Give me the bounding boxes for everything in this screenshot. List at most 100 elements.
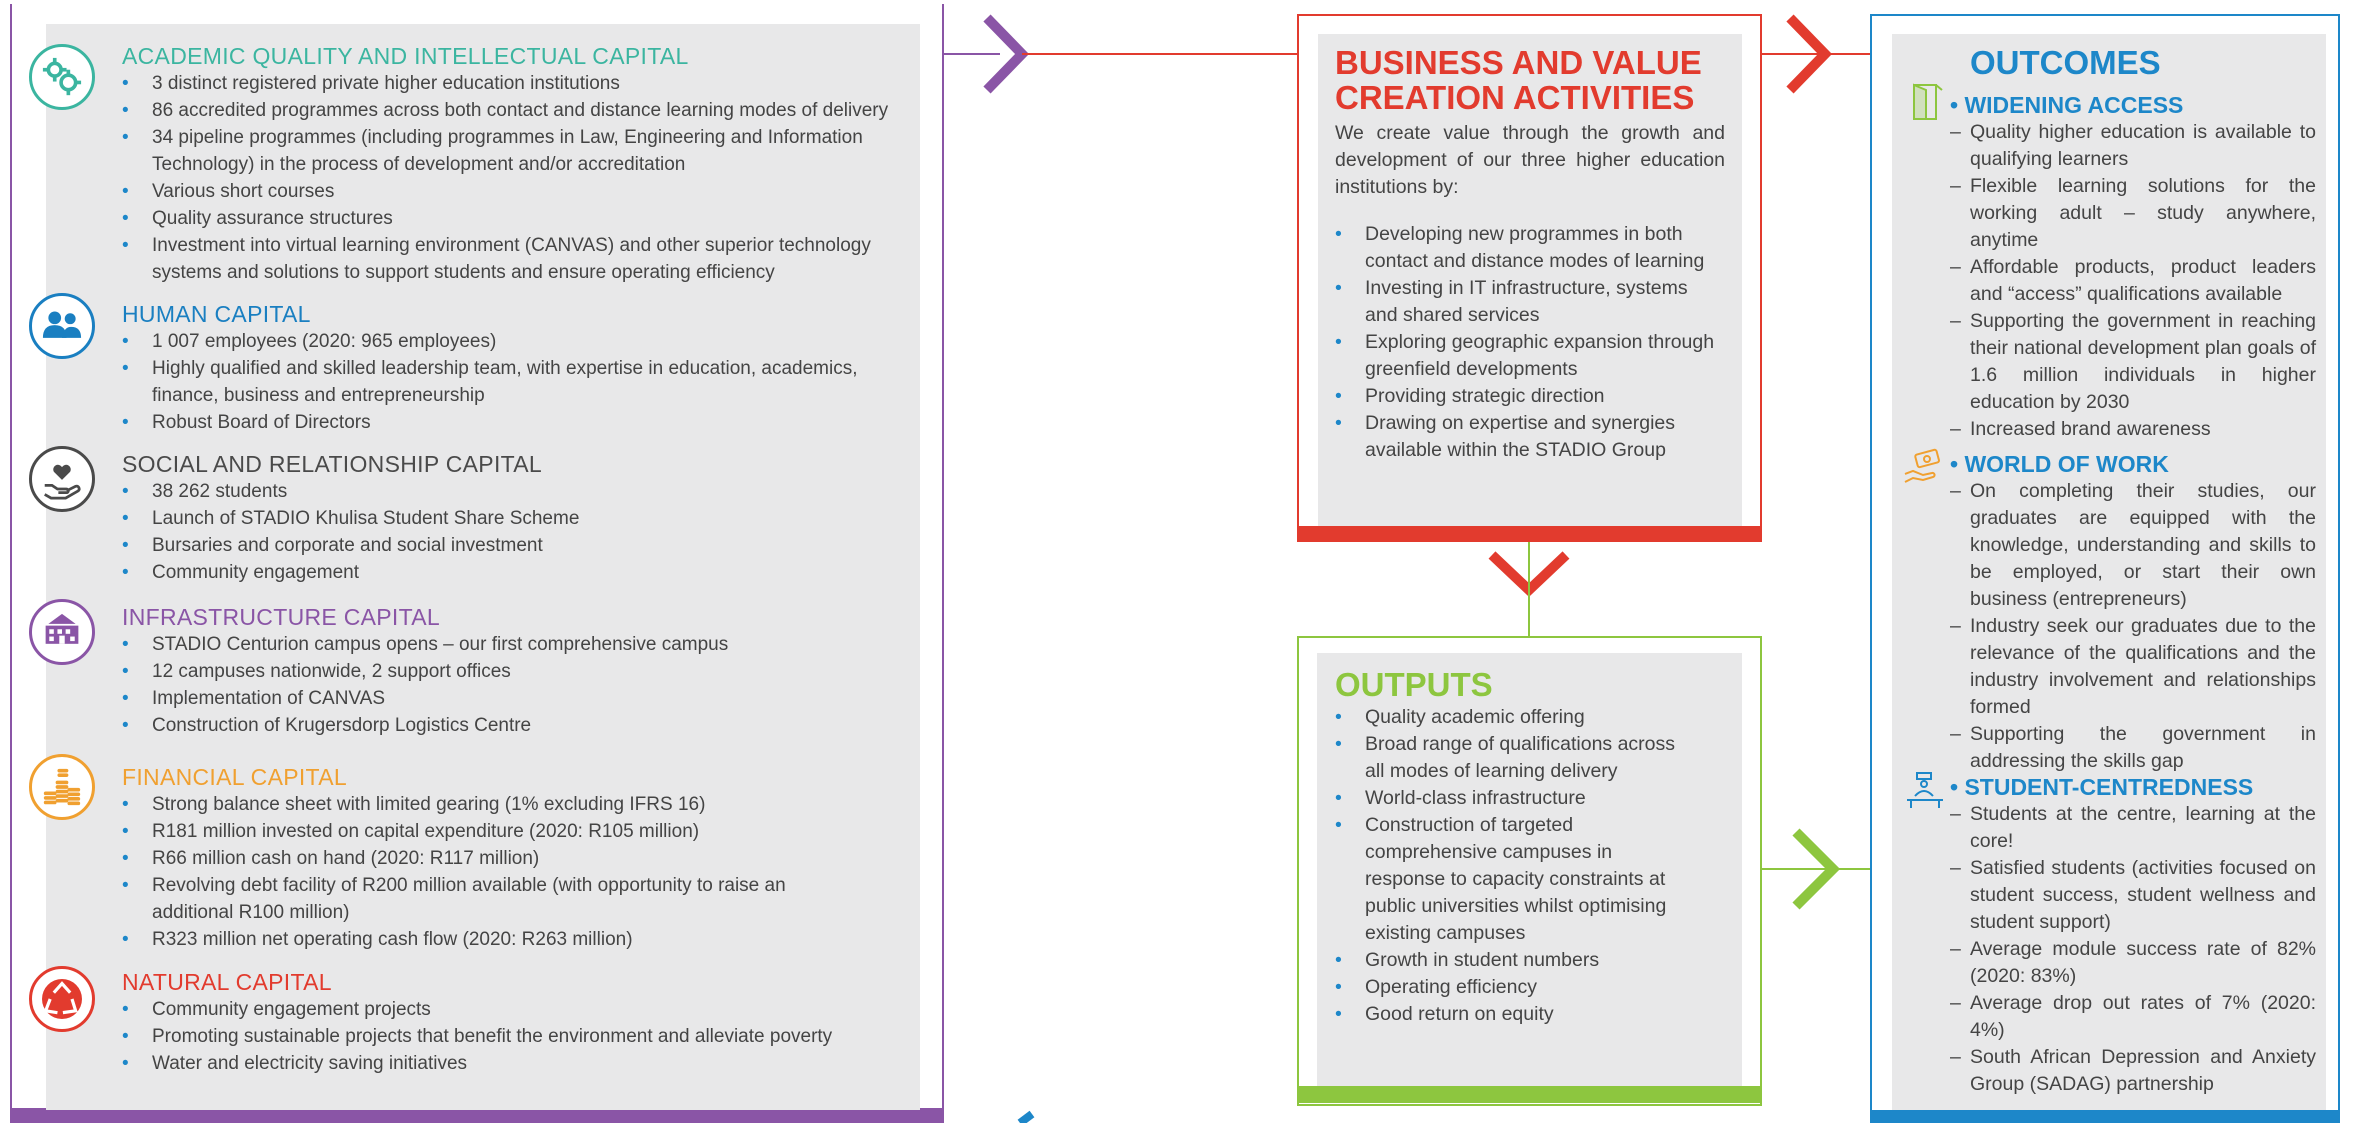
capital-social: SOCIAL AND RELATIONSHIP CAPITAL 38 262 s… xyxy=(122,451,917,586)
door-icon xyxy=(1913,83,1943,120)
list-item: Growth in student numbers xyxy=(1335,947,1690,974)
list-item: Revolving debt facility of R200 million … xyxy=(122,872,822,926)
list-item: Developing new programmes in both contac… xyxy=(1335,221,1715,275)
list-item: Quality higher education is available to… xyxy=(1950,119,2316,173)
outcome-student-list: Students at the centre, learning at the … xyxy=(1950,801,2316,1098)
money-hand-icon xyxy=(1904,448,1940,483)
list-item: Launch of STADIO Khulisa Student Share S… xyxy=(122,505,917,532)
capital-financial-title: FINANCIAL CAPITAL xyxy=(122,764,347,790)
list-item: Robust Board of Directors xyxy=(122,409,917,436)
outputs-title: OUTPUTS xyxy=(1335,666,1493,703)
capital-academic-title: ACADEMIC QUALITY AND INTELLECTUAL CAPITA… xyxy=(122,43,689,69)
list-item: Investment into virtual learning environ… xyxy=(122,232,917,286)
list-item: Industry seek our graduates due to the r… xyxy=(1950,613,2316,721)
business-title: BUSINESS AND VALUE CREATION ACTIVITIES xyxy=(1335,45,1725,115)
list-item: Average module success rate of 82% (2020… xyxy=(1950,936,2316,990)
list-item: Flexible learning solutions for the work… xyxy=(1950,173,2316,254)
outcome-widening-title: • WIDENING ACCESS xyxy=(1950,92,2184,118)
capital-academic: ACADEMIC QUALITY AND INTELLECTUAL CAPITA… xyxy=(122,43,917,286)
list-item: Average drop out rates of 7% (2020: 4%) xyxy=(1950,990,2316,1044)
outcome-work-title: • WORLD OF WORK xyxy=(1950,451,2169,477)
outcome-student-title: • STUDENT-CENTREDNESS xyxy=(1950,774,2254,800)
list-item: Supporting the government in addressing … xyxy=(1950,721,2316,775)
list-item: Broad range of qualifications across all… xyxy=(1335,731,1690,785)
list-item: 1 007 employees (2020: 965 employees) xyxy=(122,328,917,355)
list-item: Construction of targeted comprehensive c… xyxy=(1335,812,1690,947)
list-item: Implementation of CANVAS xyxy=(122,685,917,712)
building-icon xyxy=(29,599,95,665)
outputs-content: OUTPUTS Quality academic offering Broad … xyxy=(1335,667,1725,1028)
capital-infrastructure: INFRASTRUCTURE CAPITAL STADIO Centurion … xyxy=(122,604,917,739)
list-item: Highly qualified and skilled leadership … xyxy=(122,355,917,409)
list-item: Water and electricity saving initiatives xyxy=(122,1050,917,1077)
outcomes-panel-frame xyxy=(1870,14,2340,1114)
list-item: Community engagement projects xyxy=(122,996,917,1023)
business-title-line1: BUSINESS AND VALUE xyxy=(1335,44,1702,81)
list-item: World-class infrastructure xyxy=(1335,785,1690,812)
list-item: 3 distinct registered private higher edu… xyxy=(122,70,917,97)
coins-icon xyxy=(29,754,95,820)
list-item: Strong balance sheet with limited gearin… xyxy=(122,791,822,818)
list-item: 38 262 students xyxy=(122,478,917,505)
list-item: Operating efficiency xyxy=(1335,974,1690,1001)
capital-infrastructure-list: STADIO Centurion campus opens – our firs… xyxy=(122,631,917,739)
arrow-chevron-green xyxy=(1792,828,1841,910)
outcome-work: • WORLD OF WORK On completing their stud… xyxy=(1950,451,2316,775)
list-item: Good return on equity xyxy=(1335,1001,1690,1028)
list-item: Various short courses xyxy=(122,178,917,205)
heart-hand-icon xyxy=(29,446,95,512)
capital-natural-list: Community engagement projects Promoting … xyxy=(122,996,917,1077)
list-item: 12 campuses nationwide, 2 support office… xyxy=(122,658,917,685)
list-item: Exploring geographic expansion through g… xyxy=(1335,329,1715,383)
capital-human-title: HUMAN CAPITAL xyxy=(122,301,311,327)
arrow-chevron-blue-partial xyxy=(1017,1110,1035,1123)
outcomes-bottom-bar xyxy=(1870,1110,2340,1123)
list-item: Community engagement xyxy=(122,559,917,586)
capital-financial: FINANCIAL CAPITAL Strong balance sheet w… xyxy=(122,764,917,953)
list-item: Quality academic offering xyxy=(1335,704,1690,731)
people-icon xyxy=(29,293,95,359)
recycle-icon xyxy=(29,966,95,1032)
list-item: R323 million net operating cash flow (20… xyxy=(122,926,822,953)
list-item: STADIO Centurion campus opens – our firs… xyxy=(122,631,917,658)
list-item: 34 pipeline programmes (including progra… xyxy=(122,124,917,178)
outputs-box-frame xyxy=(1297,636,1762,1106)
list-item: Investing in IT infrastructure, systems … xyxy=(1335,275,1715,329)
business-content: BUSINESS AND VALUE CREATION ACTIVITIES W… xyxy=(1335,45,1725,464)
capital-infrastructure-title: INFRASTRUCTURE CAPITAL xyxy=(122,604,440,630)
capital-social-list: 38 262 students Launch of STADIO Khulisa… xyxy=(122,478,917,586)
list-item: R181 million invested on capital expendi… xyxy=(122,818,822,845)
list-item: Supporting the government in reaching th… xyxy=(1950,308,2316,416)
list-item: Quality assurance structures xyxy=(122,205,917,232)
outcomes-title: OUTCOMES xyxy=(1970,44,2161,81)
gears-icon xyxy=(29,44,95,110)
capital-human-list: 1 007 employees (2020: 965 employees) Hi… xyxy=(122,328,917,436)
arrow-chevron-red-right xyxy=(1786,14,1832,94)
outcome-student: • STUDENT-CENTREDNESS Students at the ce… xyxy=(1950,774,2316,1098)
capital-social-title: SOCIAL AND RELATIONSHIP CAPITAL xyxy=(122,451,543,477)
list-item: On completing their studies, our graduat… xyxy=(1950,478,2316,613)
list-item: Construction of Krugersdorp Logistics Ce… xyxy=(122,712,917,739)
business-list: Developing new programmes in both contac… xyxy=(1335,221,1725,464)
capital-financial-list: Strong balance sheet with limited gearin… xyxy=(122,791,822,953)
outcome-widening: • WIDENING ACCESS Quality higher educati… xyxy=(1950,92,2316,443)
business-bottom-bar xyxy=(1297,526,1762,542)
capital-natural-title: NATURAL CAPITAL xyxy=(122,969,332,995)
list-item: Providing strategic direction xyxy=(1335,383,1715,410)
list-item: Promoting sustainable projects that bene… xyxy=(122,1023,917,1050)
outputs-list: Quality academic offering Broad range of… xyxy=(1335,704,1725,1028)
student-desk-icon xyxy=(1907,772,1943,808)
list-item: Students at the centre, learning at the … xyxy=(1950,801,2316,855)
outcome-widening-list: Quality higher education is available to… xyxy=(1950,119,2316,443)
list-item: 86 accredited programmes across both con… xyxy=(122,97,917,124)
list-item: Drawing on expertise and synergies avail… xyxy=(1335,410,1715,464)
business-intro: We create value through the growth and d… xyxy=(1335,122,1725,198)
list-item: Increased brand awareness xyxy=(1950,416,2316,443)
list-item: Bursaries and corporate and social inves… xyxy=(122,532,917,559)
business-title-line2: CREATION ACTIVITIES xyxy=(1335,79,1695,116)
outputs-bottom-bar xyxy=(1297,1086,1762,1103)
capital-natural: NATURAL CAPITAL Community engagement pro… xyxy=(122,969,917,1077)
outcome-work-list: On completing their studies, our graduat… xyxy=(1950,478,2316,775)
capital-human: HUMAN CAPITAL 1 007 employees (2020: 965… xyxy=(122,301,917,436)
